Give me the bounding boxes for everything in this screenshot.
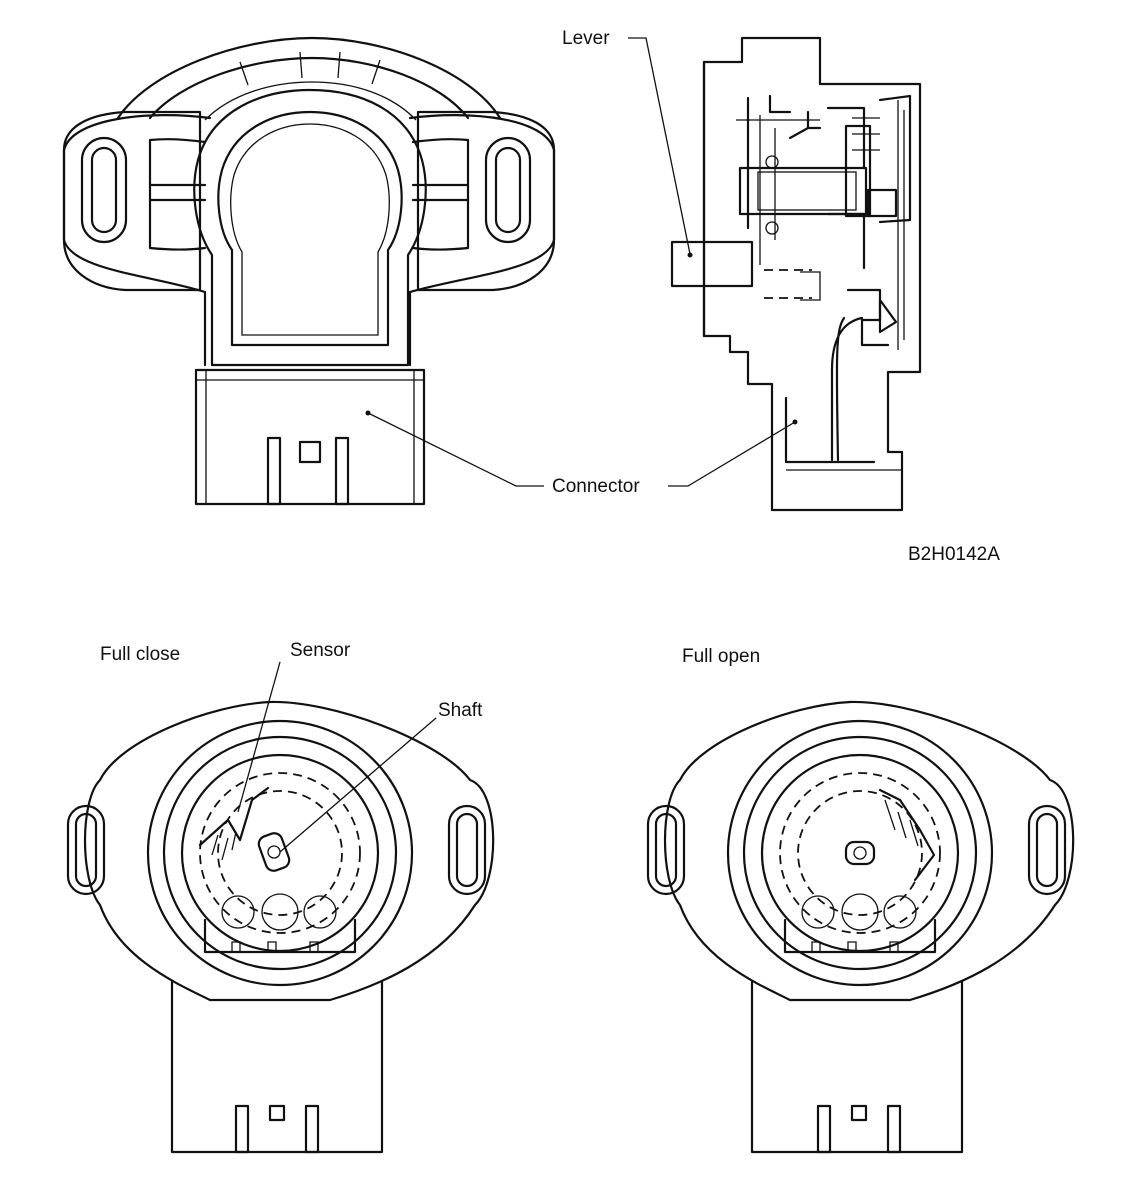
label-sensor: Sensor — [290, 640, 351, 661]
sensor-front-view — [62, 36, 556, 506]
label-connector: Connector — [552, 476, 640, 497]
label-full-open: Full open — [682, 646, 760, 667]
sensor-cross-section — [670, 36, 922, 512]
label-shaft: Shaft — [438, 700, 483, 721]
label-lever: Lever — [562, 28, 610, 49]
label-full-close: Full close — [100, 644, 180, 665]
label-figure-code: B2H0142A — [908, 544, 1000, 565]
leader-lines-bottom — [237, 661, 437, 853]
full-close-view — [66, 700, 495, 1154]
leader-lines-top — [365, 37, 796, 487]
full-open-view — [646, 700, 1075, 1154]
